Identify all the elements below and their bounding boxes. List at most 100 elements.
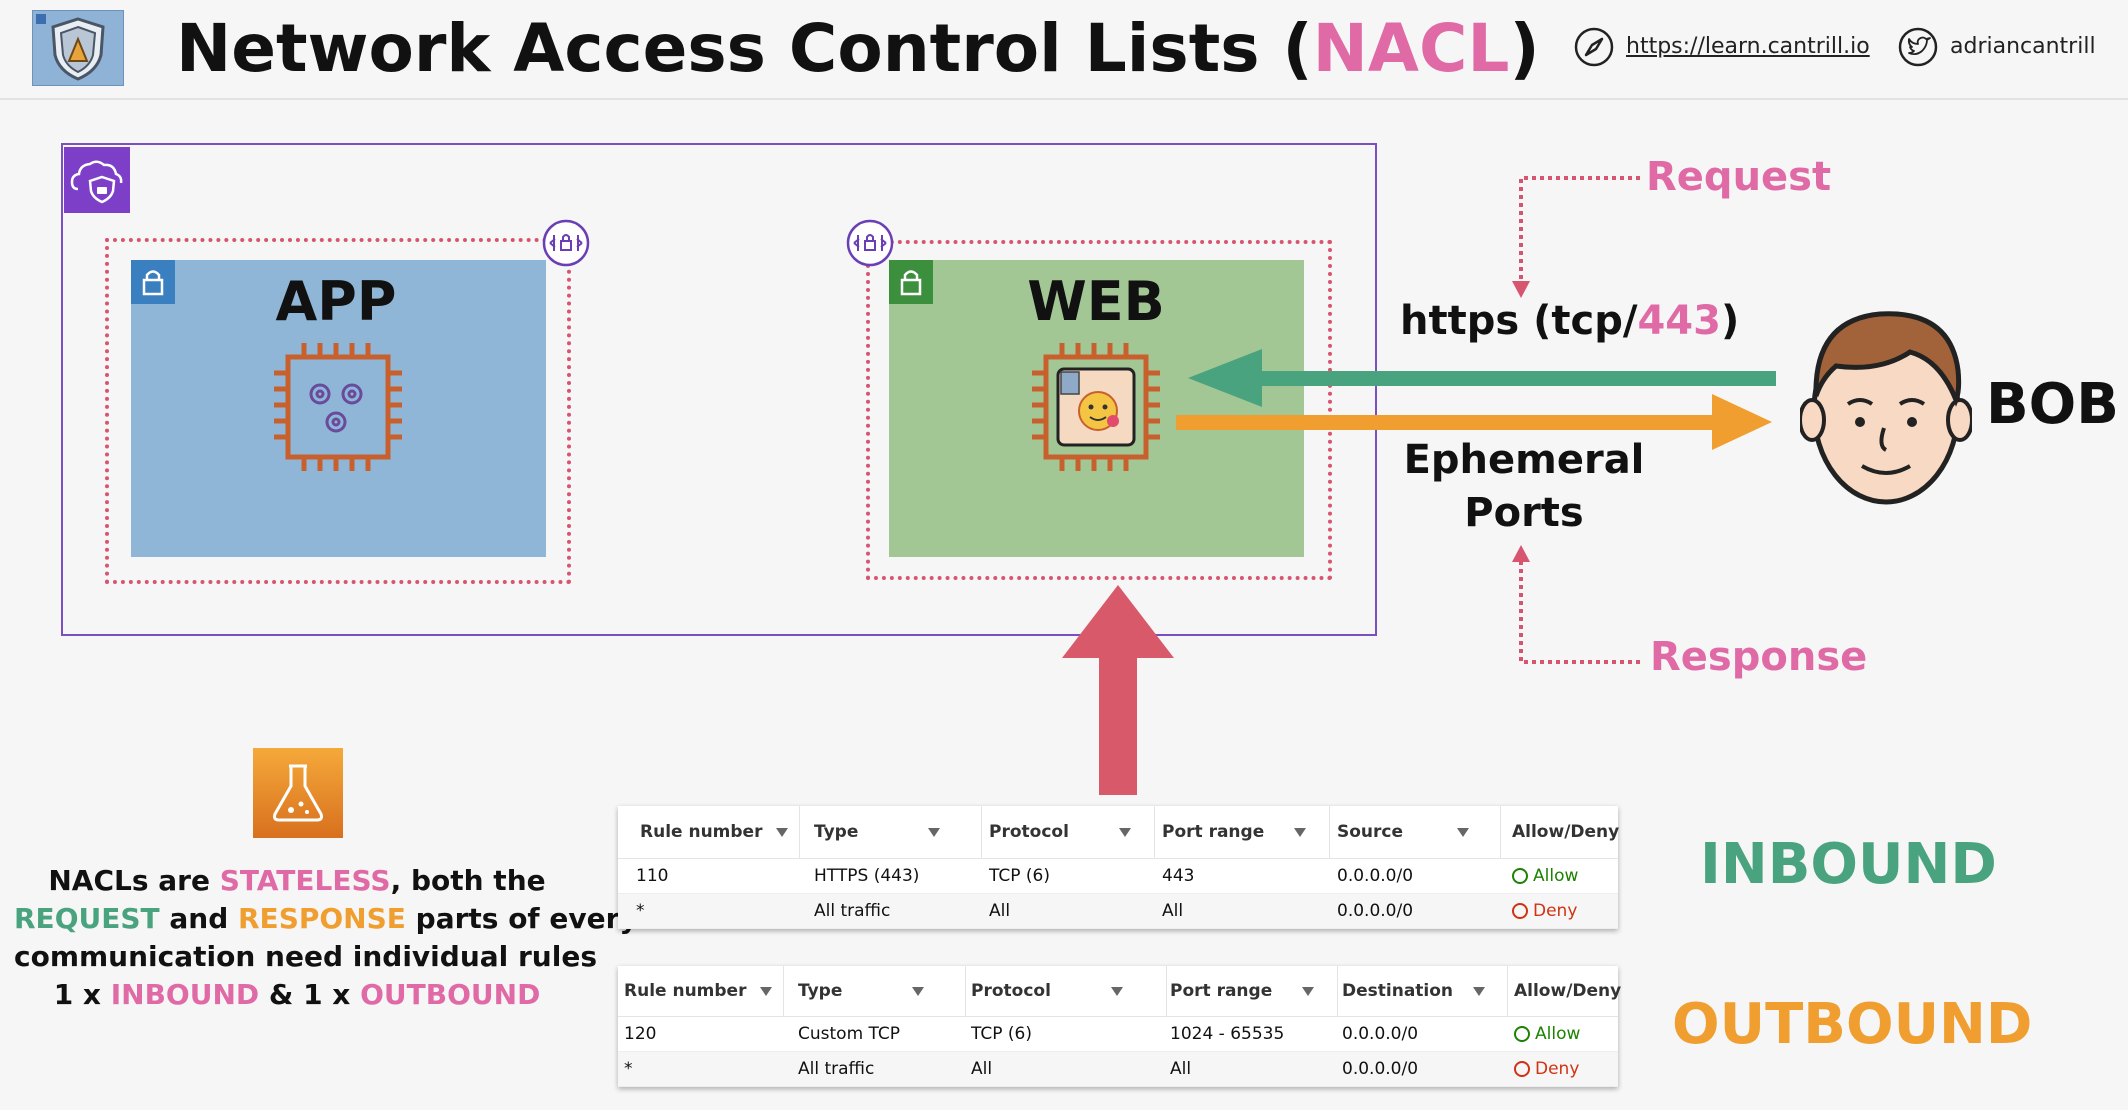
column-header[interactable]: Rule number [640, 806, 800, 858]
column-header[interactable]: Allow/Deny [1512, 822, 1620, 842]
inbound-up-arrow-head [1062, 585, 1174, 658]
response-arrow [1176, 415, 1724, 430]
x-circle-icon [1512, 903, 1528, 919]
sort-triangle-icon[interactable] [1473, 986, 1486, 996]
outbound-label: OUTBOUND [1672, 992, 2033, 1057]
table-row[interactable]: * All traffic All All 0.0.0.0/0 Deny [618, 894, 1618, 929]
source-cell: 0.0.0.0/0 [1337, 866, 1414, 886]
table-header: Rule number Type Protocol Port range Sou… [618, 806, 1620, 859]
lock-icon [131, 260, 175, 304]
web-subnet-label: WEB [1027, 270, 1165, 333]
request-arrow [1260, 371, 1776, 386]
protocol-cell: TCP (6) [971, 1024, 1032, 1044]
port-range-cell: 443 [1162, 866, 1195, 886]
column-header[interactable]: Port range [1170, 966, 1338, 1016]
column-header[interactable]: Source [1337, 806, 1501, 858]
site-link-text[interactable]: https://learn.cantrill.io [1626, 34, 1870, 59]
shield-logo-icon [32, 10, 124, 86]
column-header[interactable]: Type [814, 806, 982, 858]
twitter-icon [1898, 27, 1938, 67]
allow-status: Allow [1514, 1017, 1580, 1051]
type-cell: Custom TCP [798, 1024, 901, 1044]
inbound-label: INBOUND [1700, 832, 1997, 897]
user-avatar-icon [1798, 300, 1974, 508]
rule-number-cell: * [624, 1059, 633, 1079]
table-row[interactable]: 120 Custom TCP TCP (6) 1024 - 65535 0.0.… [618, 1017, 1618, 1052]
deny-status: Deny [1512, 894, 1577, 928]
check-circle-icon [1512, 868, 1528, 884]
destination-cell: 0.0.0.0/0 [1342, 1024, 1419, 1044]
column-header[interactable]: Protocol [971, 966, 1167, 1016]
request-label: Request [1646, 154, 1832, 200]
deny-status: Deny [1514, 1052, 1579, 1086]
protocol-cell: All [989, 901, 1011, 921]
sort-triangle-icon[interactable] [928, 827, 941, 837]
response-connector [1519, 560, 1640, 664]
outbound-rules-table: Rule number Type Protocol Port range Des… [618, 966, 1622, 1087]
x-circle-icon [1514, 1061, 1530, 1077]
column-header[interactable]: Type [798, 966, 966, 1016]
user-label: BOB [1986, 372, 2119, 437]
type-cell: HTTPS (443) [814, 866, 920, 886]
flask-icon [253, 748, 343, 838]
lock-icon [889, 260, 933, 304]
web-nacl-boundary [866, 240, 1332, 580]
type-cell: All traffic [798, 1059, 875, 1079]
site-link[interactable]: https://learn.cantrill.io [1574, 25, 1894, 69]
slide-header: Network Access Control Lists (NACL) http… [0, 0, 2128, 100]
nacl-icon [846, 219, 894, 267]
response-arrow-head [1712, 394, 1772, 450]
app-subnet-label: APP [275, 270, 397, 333]
sort-triangle-icon[interactable] [1302, 986, 1315, 996]
column-header[interactable]: Port range [1162, 806, 1330, 858]
protocol-cell: TCP (6) [989, 866, 1050, 886]
title-highlight: NACL [1312, 10, 1510, 87]
gears-chip-icon[interactable] [270, 339, 406, 475]
sort-triangle-icon[interactable] [1294, 827, 1307, 837]
stateless-caption: NACLs are STATELESS, both the REQUEST an… [14, 864, 638, 1011]
port-range-cell: 1024 - 65535 [1170, 1024, 1285, 1044]
port-range-cell: All [1170, 1059, 1192, 1079]
column-header[interactable]: Protocol [989, 806, 1155, 858]
request-connector [1519, 176, 1640, 282]
app-nacl-boundary [105, 238, 571, 584]
sort-triangle-icon[interactable] [912, 986, 925, 996]
response-label: Response [1650, 634, 1868, 680]
port-range-cell: All [1162, 901, 1184, 921]
rule-number-cell: 110 [636, 866, 669, 886]
nacl-icon [542, 219, 590, 267]
vpc-cloud-shield-icon [64, 147, 130, 213]
rule-number-cell: 120 [624, 1024, 657, 1044]
type-cell: All traffic [814, 901, 891, 921]
twitter-link[interactable]: adriancantrill [1898, 25, 2108, 69]
source-cell: 0.0.0.0/0 [1337, 901, 1414, 921]
protocol-cell: All [971, 1059, 993, 1079]
compass-icon [1574, 27, 1614, 67]
check-circle-icon [1514, 1026, 1530, 1042]
column-header[interactable]: Allow/Deny [1514, 981, 1622, 1001]
column-header[interactable]: Rule number [624, 966, 784, 1016]
table-row[interactable]: * All traffic All All 0.0.0.0/0 Deny [618, 1052, 1618, 1087]
app-subnet[interactable] [131, 260, 546, 557]
request-protocol-label: https (tcp/443) [1400, 298, 1740, 344]
twitter-handle: adriancantrill [1950, 34, 2096, 59]
vpc-boundary [61, 143, 1377, 636]
inbound-rules-table: Rule number Type Protocol Port range Sou… [618, 806, 1620, 929]
web-server-chip-icon[interactable] [1028, 339, 1164, 475]
sort-triangle-icon[interactable] [1457, 827, 1470, 837]
sort-triangle-icon[interactable] [1118, 827, 1131, 837]
request-arrow-head [1188, 349, 1262, 407]
allow-status: Allow [1512, 859, 1578, 893]
rule-number-cell: * [636, 901, 645, 921]
sort-triangle-icon[interactable] [1110, 986, 1123, 996]
column-header[interactable]: Destination [1342, 966, 1508, 1016]
inbound-up-arrow [1099, 655, 1137, 795]
destination-cell: 0.0.0.0/0 [1342, 1059, 1419, 1079]
ephemeral-ports-label: Ephemeral Ports [1403, 437, 1645, 536]
sort-triangle-icon[interactable] [776, 827, 789, 837]
table-row[interactable]: 110 HTTPS (443) TCP (6) 443 0.0.0.0/0 Al… [618, 859, 1618, 894]
table-header: Rule number Type Protocol Port range Des… [618, 966, 1622, 1017]
sort-triangle-icon[interactable] [760, 986, 773, 996]
page-title: Network Access Control Lists (NACL) [176, 10, 1540, 87]
